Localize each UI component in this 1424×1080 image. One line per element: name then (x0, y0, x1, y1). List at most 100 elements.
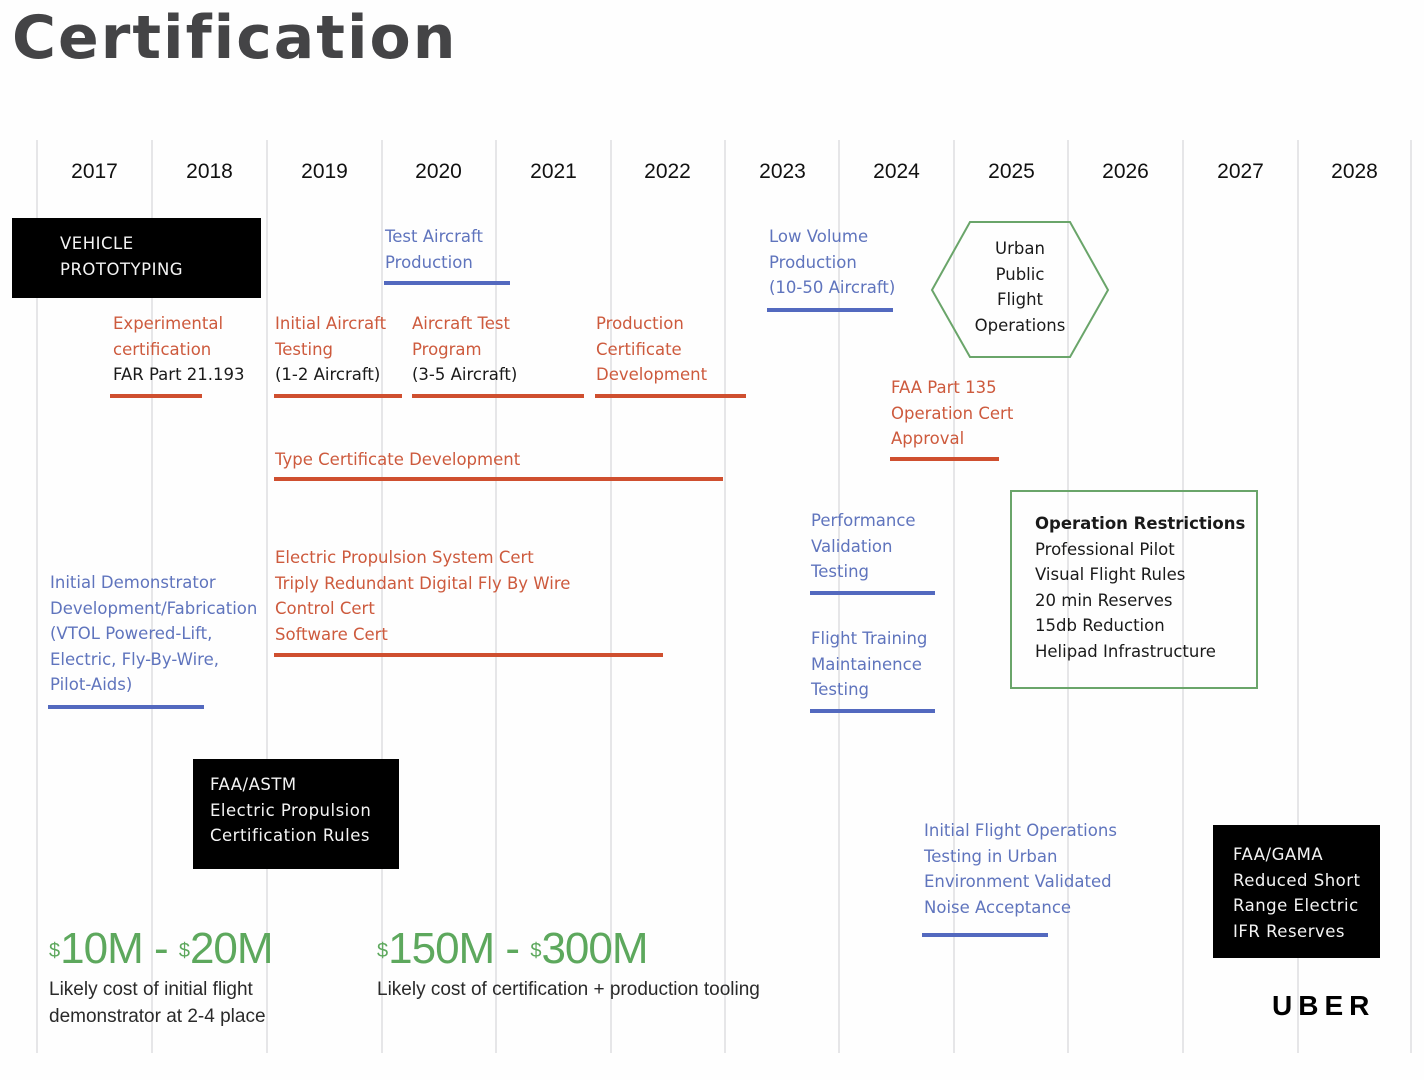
year-label: 2023 (759, 160, 806, 183)
label-line: Testing (811, 562, 870, 581)
type-certificate-bar (274, 477, 723, 481)
label-line: Development/Fabrication (50, 598, 258, 618)
label-line: certification (113, 339, 212, 359)
gridline (1067, 140, 1069, 1053)
restriction-item: 20 min Reserves (1035, 590, 1173, 610)
year-label: 2018 (186, 160, 233, 183)
gridline (953, 140, 955, 1053)
certification-cost-caption: Likely cost of certification + productio… (377, 976, 760, 1003)
label-line: Certificate (596, 339, 682, 359)
label-line: Low Volume (769, 227, 869, 246)
test-aircraft-production-bar (384, 281, 510, 285)
label-line: Operation Cert (891, 403, 1014, 423)
label-line: Test Aircraft (385, 227, 483, 246)
label-line: Validation (811, 536, 893, 556)
box-line: FAA/GAMA (1233, 845, 1324, 864)
certification-cost-range: $150M - $300M (377, 924, 649, 974)
label-line: Flight Training (811, 629, 928, 648)
vehicle-prototyping-box: VEHICLE PROTOTYPING (12, 218, 261, 298)
gridline (266, 140, 268, 1053)
test-aircraft-production-label: Test Aircraft Production (385, 224, 483, 275)
label-line: Software Cert (275, 624, 388, 644)
label-line: Operations (974, 315, 1066, 335)
box-line: Electric Propulsion (210, 800, 372, 820)
label-subline: (1-2 Aircraft) (275, 365, 381, 384)
box-line: IFR Reserves (1233, 921, 1345, 941)
gridline (838, 140, 840, 1053)
cost-separator: - (142, 924, 179, 973)
type-certificate-label: Type Certificate Development (275, 447, 520, 473)
label-line: Production (769, 252, 857, 272)
flight-training-label: Flight Training Maintainence Testing (811, 626, 927, 703)
faa-gama-box: FAA/GAMA Reduced Short Range Electric IF… (1213, 825, 1380, 958)
experimental-certification-bar (110, 394, 202, 398)
label-line: Testing in Urban (924, 846, 1058, 866)
label-line: Performance (811, 511, 916, 530)
box-line: Reduced Short (1233, 870, 1361, 890)
box-line: PROTOTYPING (60, 259, 184, 279)
label-line: Pilot-Aids) (50, 675, 133, 694)
initial-flight-operations-label: Initial Flight Operations Testing in Urb… (924, 818, 1117, 920)
label-line: Production (596, 314, 684, 333)
label-line: (10-50 Aircraft) (769, 278, 896, 297)
year-label: 2019 (301, 160, 348, 183)
label-line: Triply Redundant Digital Fly By Wire (275, 573, 571, 593)
label-line: Testing (275, 339, 334, 359)
experimental-certification-label: Experimental certification FAR Part 21.1… (113, 311, 245, 388)
gridline (610, 140, 612, 1053)
restriction-item: Visual Flight Rules (1035, 565, 1186, 584)
gridline (1182, 140, 1184, 1053)
electric-propulsion-bar (274, 653, 663, 657)
label-line: Development (596, 365, 708, 384)
cost-low: 10M (60, 924, 144, 973)
label-line: Public (995, 264, 1045, 284)
gridline (381, 140, 383, 1053)
initial-demonstrator-label: Initial Demonstrator Development/Fabrica… (50, 570, 257, 698)
label-line: Environment Validated (924, 872, 1112, 891)
label-line: Production (385, 252, 473, 272)
label-line: Initial Flight Operations (924, 821, 1117, 840)
gridline (495, 140, 497, 1053)
caption-line: Likely cost of initial flight (49, 979, 253, 1000)
label-line: Experimental (113, 314, 224, 333)
production-certificate-label: Production Certificate Development (596, 311, 707, 388)
performance-validation-bar (810, 591, 935, 595)
aircraft-test-program-label: Aircraft Test Program (3-5 Aircraft) (412, 311, 517, 388)
box-line: VEHICLE (60, 234, 134, 253)
hexagon-shape (930, 221, 1110, 358)
year-label: 2027 (1217, 160, 1264, 183)
electric-propulsion-label: Electric Propulsion System Cert Triply R… (275, 545, 570, 647)
caption-line: demonstrator at 2-4 place (49, 1006, 266, 1027)
aircraft-test-program-bar (412, 394, 584, 398)
box-line: FAA/ASTM (210, 775, 297, 794)
year-label: 2026 (1102, 160, 1149, 183)
performance-validation-label: Performance Validation Testing (811, 508, 916, 585)
initial-flight-operations-bar (922, 933, 1048, 937)
low-volume-production-bar (767, 308, 893, 312)
cost-high: 300M (541, 924, 648, 973)
cost-low: 150M (388, 924, 495, 973)
faa-astm-box: FAA/ASTM Electric Propulsion Certificati… (193, 759, 399, 869)
gridline (151, 140, 153, 1053)
uber-logo: UBER (1272, 990, 1376, 1021)
low-volume-production-label: Low Volume Production (10-50 Aircraft) (769, 224, 895, 301)
label-line: Initial Demonstrator (50, 573, 216, 592)
initial-demonstrator-bar (48, 705, 204, 709)
faa-part-135-bar (890, 457, 999, 461)
label-line: FAA Part 135 (891, 378, 997, 397)
cost-separator: - (494, 924, 531, 973)
year-label: 2024 (873, 160, 920, 183)
label-line: Urban (995, 239, 1045, 258)
initial-aircraft-testing-bar (274, 394, 402, 398)
year-label: 2022 (644, 160, 691, 183)
gridline (1410, 140, 1412, 1053)
restrictions-heading: Operation Restrictions (1035, 514, 1246, 533)
currency-symbol: $ (178, 940, 190, 962)
year-label: 2028 (1331, 160, 1378, 183)
gridline (1297, 140, 1299, 1053)
year-label: 2020 (415, 160, 462, 183)
year-label: 2021 (530, 160, 577, 183)
label-line: Noise Acceptance (924, 897, 1072, 917)
restriction-item: 15db Reduction (1035, 616, 1165, 635)
label-line: Program (412, 339, 482, 359)
